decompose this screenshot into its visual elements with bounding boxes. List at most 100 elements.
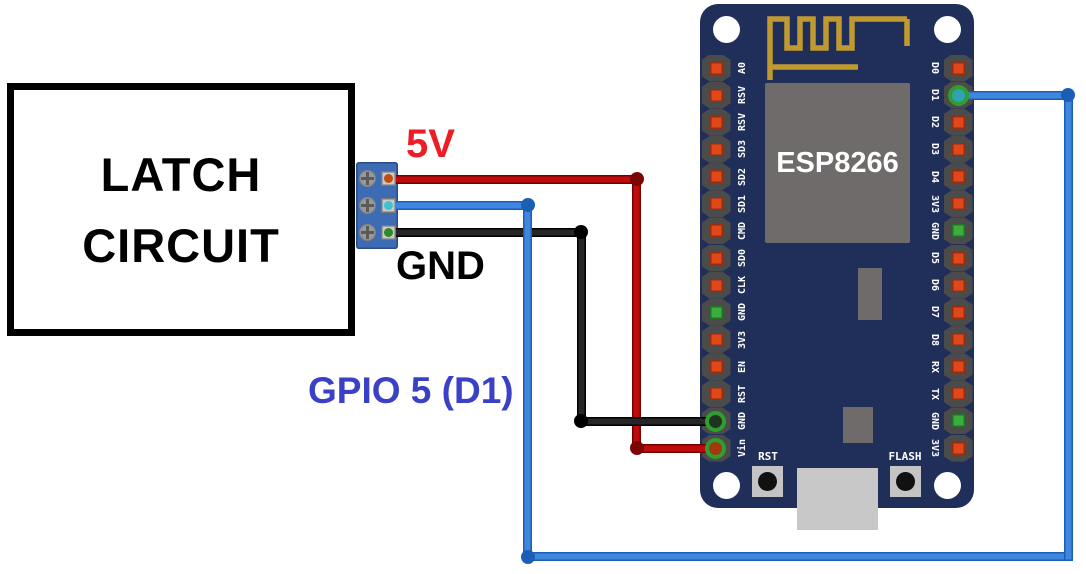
flash-button-dot [896,472,915,491]
latch-circuit-box: LATCH CIRCUIT [7,83,355,336]
pin-right-d3-3 [943,135,973,163]
pin-right-tx-12 [943,380,973,408]
pin-left-rst-12 [701,380,731,408]
label-gnd: GND [396,244,485,288]
terminal-screw-middle [359,197,376,214]
esp8266-chip-label: ESP8266 [776,146,899,179]
connection-ring-gnd [704,410,726,432]
wire-5v-bend-dot-2 [629,441,644,455]
board-component-rect-2 [843,407,873,443]
connection-ring-d1 [947,84,969,106]
pin-left-sd1-5 [701,190,731,218]
mount-hole-top-right [934,16,961,43]
wire-gpio5-bend-dot-3 [1061,88,1075,102]
wire-5v-bend-dot-1 [629,172,644,186]
pin-left-clk-8 [701,271,731,299]
terminal-screw-top [359,170,376,187]
label-gpio5-d1: GPIO 5 (D1) [308,370,514,411]
terminal-contact-top [381,171,396,186]
mount-hole-top-left [713,16,740,43]
rst-button-dot [758,472,777,491]
board-component-rect-1 [858,268,882,320]
label-5v: 5V [406,122,455,166]
pin-pad-green [709,305,723,319]
pin-left-rsv-1 [701,81,731,109]
wire-gnd-seg-v [576,227,586,426]
mount-hole-bottom-right [934,472,961,499]
pin-left-cmd-6 [701,217,731,245]
rst-button [752,466,783,497]
pin-right-d5-7 [943,244,973,272]
wire-gnd-bend-dot-1 [574,225,588,239]
pin-pad-green [951,414,965,428]
terminal-contact-dot-blue [384,201,393,210]
terminal-contact-bottom [381,225,396,240]
wire-gpio5-seg-h2 [523,552,1073,561]
pin-right-d0-0 [943,54,973,82]
pin-left-sd3-3 [701,135,731,163]
pin-pad-red [951,197,965,211]
pin-pad-red [709,224,723,238]
terminal-contact-dot-green [384,228,393,237]
pin-pad-red [951,170,965,184]
pin-pad-red [709,251,723,265]
flash-button-label: FLASH [888,450,922,463]
connection-ring-vin [704,437,726,459]
pin-right-d4-4 [943,163,973,191]
pin-pad-red [951,360,965,374]
pin-pad-red [951,61,965,75]
terminal-screw-bottom [359,224,376,241]
wire-gpio5-bend-dot-2 [520,549,535,564]
wire-gnd-seg-h2 [576,416,720,426]
pin-right-3v3-14 [943,434,973,462]
wire-5v-seg-h2 [632,443,720,453]
pin-pad-red [709,360,723,374]
pin-pad-red [709,278,723,292]
pin-right-gnd-13 [943,407,973,435]
pin-right-d8-10 [943,326,973,353]
pin-label-right-3v3-14: 3V3 [929,439,940,458]
pin-pad-red [709,387,723,401]
latch-box-title-line2: CIRCUIT [82,218,280,272]
wire-gnd-seg-h1 [390,227,586,237]
pin-pad-red [709,197,723,211]
pin-pad-red [951,305,965,319]
pin-pad-red [709,88,723,102]
wire-gpio5-seg-v2 [1063,90,1073,561]
mount-hole-bottom-left [713,472,740,499]
pin-pad-red [951,441,965,455]
wire-gpio5-seg-h3 [958,90,1073,100]
pin-pad-red [709,61,723,75]
pin-left-sd0-7 [701,244,731,272]
pin-left-sd2-4 [701,163,731,191]
pin-left-rsv-2 [701,108,731,136]
pin-left-gnd-9 [701,298,731,326]
pin-pad-red [709,170,723,184]
pin-pad-red [951,142,965,156]
esp8266-chip: ESP8266 [765,83,910,243]
pin-right-rx-11 [943,353,973,381]
terminal-contact-dot-red [384,174,393,183]
wire-gnd-bend-dot-2 [574,414,588,428]
pin-pad-red [709,333,723,346]
pin-pad-green [951,224,965,238]
pin-pad-red [951,387,965,401]
flash-button [890,466,921,497]
wire-5v-seg-h1 [390,174,641,184]
pin-left-en-11 [701,353,731,381]
rst-button-label: RST [758,450,778,463]
pin-right-3v3-5 [943,190,973,218]
pin-right-d6-8 [943,271,973,299]
latch-box-title-line1: LATCH [100,147,262,201]
pin-pad-red [951,115,965,129]
wire-gpio5-seg-h1 [390,200,532,210]
pin-left-3v3-10 [701,326,731,353]
pin-pad-red [951,251,965,265]
usb-connector [797,468,878,530]
terminal-contact-middle [381,198,396,213]
pin-left-a0-0 [701,54,731,82]
wire-5v-seg-v [632,174,641,453]
